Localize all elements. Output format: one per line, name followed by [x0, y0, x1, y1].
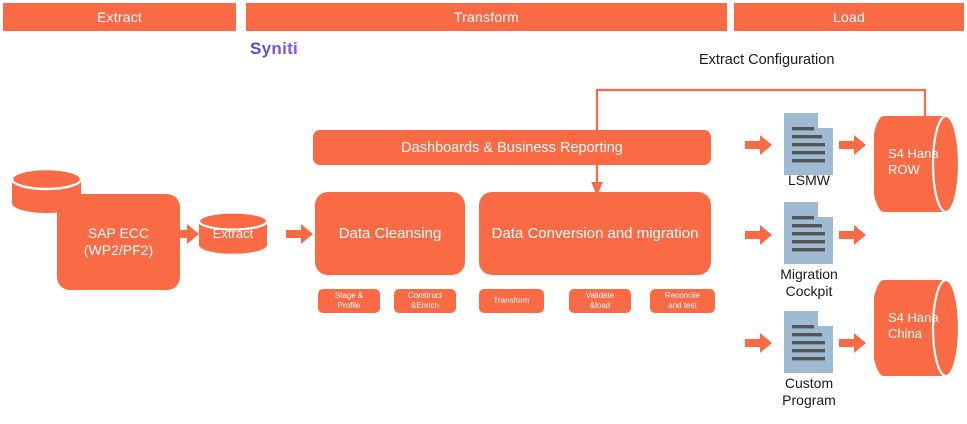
target-database-s4-hana-china[interactable]: [874, 278, 963, 378]
arrow-lsmw-to-s4-hana-row: [839, 135, 866, 155]
source-system-sap-ecc: SAP ECC (WP2/PF2): [10, 168, 180, 290]
transform-step-label: Stage &Profile: [334, 291, 364, 310]
transform-step-label: Validate&load: [585, 291, 615, 310]
transform-step-construct-enrich[interactable]: Construct&Enrich: [394, 289, 456, 313]
document-icon[interactable]: [784, 311, 833, 373]
arrow-staging-to-transform: [286, 224, 313, 244]
document-icon[interactable]: [784, 113, 833, 175]
transform-box-dashboards-reporting[interactable]: Dashboards & Business Reporting: [313, 130, 711, 165]
phase-bar-load: Load: [734, 3, 964, 31]
transform-step-stage-profile[interactable]: Stage &Profile: [318, 289, 380, 313]
arrow-transform-to-migration-cockpit: [745, 225, 772, 245]
arrow-source-to-staging: [172, 224, 199, 244]
phase-bar-load-label: Load: [833, 9, 865, 25]
transform-step-validate-load[interactable]: Validate&load: [569, 289, 631, 313]
database-cylinder-icon: [197, 211, 269, 254]
source-system-label: SAP ECC (WP2/PF2): [83, 224, 154, 259]
phase-bar-transform-label: Transform: [453, 9, 520, 25]
phase-bar-extract: Extract: [3, 3, 236, 31]
syniti-logo: Syniti: [250, 39, 299, 58]
target-database-s4-hana-row[interactable]: [874, 114, 963, 214]
staging-extract-cylinder: Extract: [197, 211, 269, 254]
transform-step-label: Transform: [493, 296, 530, 305]
document-icon[interactable]: [784, 202, 833, 264]
transform-step-label: Construct&Enrich: [407, 291, 443, 310]
phase-bar-extract-label: Extract: [97, 9, 142, 25]
phase-bar-transform: Transform: [246, 3, 727, 31]
extract-configuration-label: Extract Configuration: [699, 52, 835, 68]
arrow-custom-program-to-s4-hana-china: [839, 333, 866, 353]
transform-box-data-conversion[interactable]: Data Conversion and migration: [479, 192, 711, 275]
transform-step-transform[interactable]: Transform: [479, 289, 544, 313]
arrow-migration-cockpit-to-target: [839, 225, 866, 245]
arrow-transform-to-lsmw: [745, 135, 772, 155]
load-tool-label-lsmw: LSMW: [788, 172, 830, 188]
transform-box-data-cleansing[interactable]: Data Cleansing: [315, 192, 465, 275]
source-system-label-box: SAP ECC (WP2/PF2): [57, 194, 180, 290]
arrow-transform-to-custom-program: [745, 333, 772, 353]
